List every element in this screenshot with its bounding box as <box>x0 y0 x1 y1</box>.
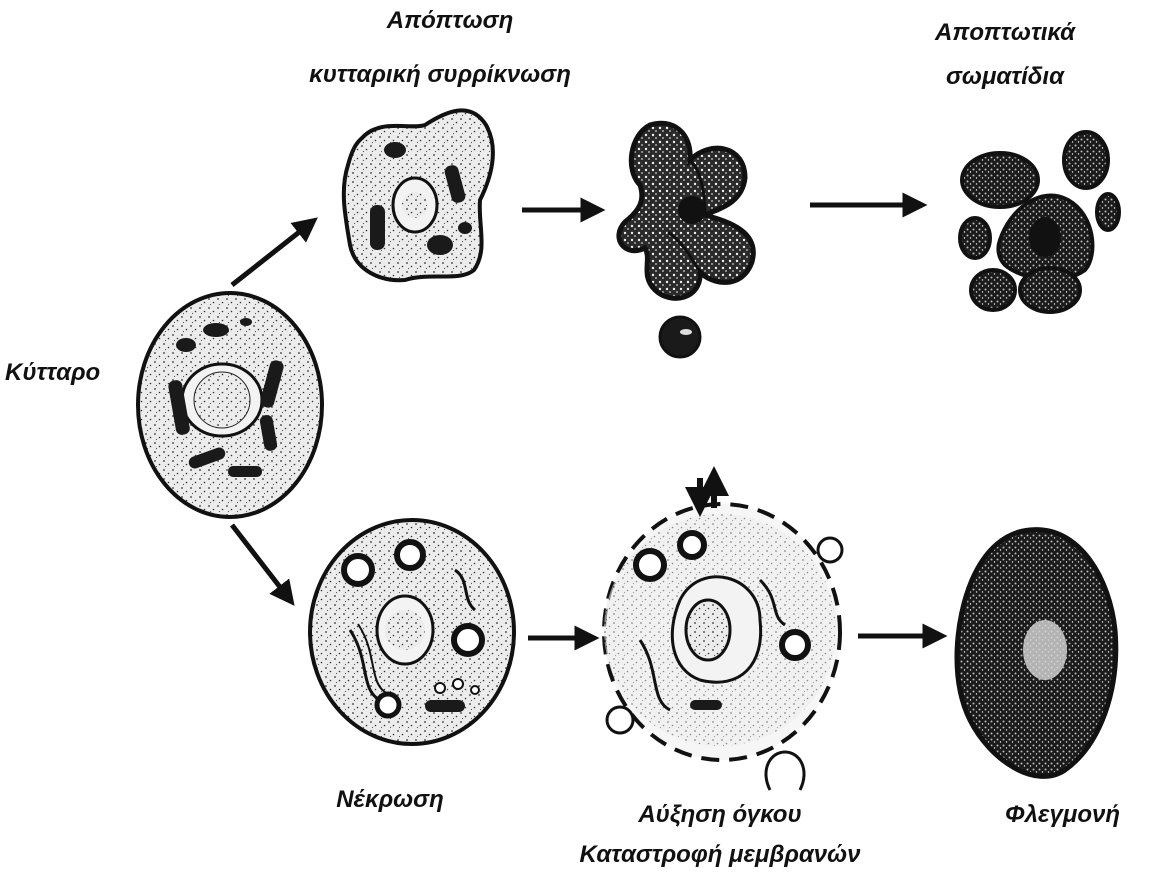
label-apoptotic-bodies-1: Αποπτωτικά <box>905 18 1105 48</box>
arrow-cell-to-apoptosis <box>232 222 312 285</box>
normal-cell <box>138 293 322 517</box>
blebbing-cell <box>619 123 753 357</box>
label-inflammation: Φλεγμονή <box>975 800 1150 830</box>
shrunken-cell <box>344 110 493 280</box>
label-volume-increase: Αύξηση όγκου <box>580 800 860 830</box>
label-membrane-destruction: Καταστροφή μεμβρανών <box>550 840 890 870</box>
apoptotic-bodies <box>960 132 1119 312</box>
label-cell-shrinkage: κυτταρική συρρίκνωση <box>270 60 610 90</box>
label-apoptosis: Απόπτωση <box>320 6 580 36</box>
label-necrosis: Νέκρωση <box>310 785 470 815</box>
inflammation-cell <box>957 530 1116 777</box>
swelling-cell <box>310 520 514 744</box>
label-cell: Κύτταρο <box>5 358 100 388</box>
ruptured-cell <box>604 475 842 790</box>
arrow-cell-to-necrosis <box>232 525 290 600</box>
label-apoptotic-bodies-2: σωματίδια <box>905 62 1105 92</box>
